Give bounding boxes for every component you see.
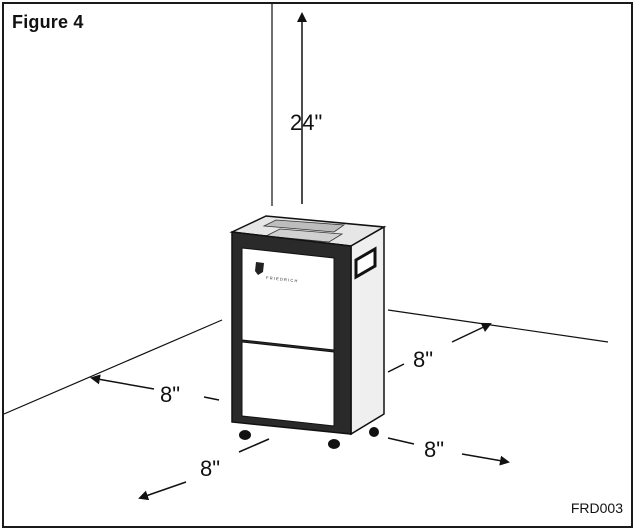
brand-label: FRIEDRICH [266,275,299,283]
right-arrow [461,453,510,466]
left-arrow [90,374,155,390]
figure-title: Figure 4 [12,12,84,32]
left-arrow-tail [203,396,220,401]
room-lines [4,4,609,415]
figure-code: FRD003 [570,500,623,516]
clearance-diagram: FRIEDRICH 24" 8" 8" 8" 8" [4,4,609,501]
clearance-arrows [90,12,510,501]
floor-left-wall-line [4,319,223,415]
dehumidifier-unit: FRIEDRICH [229,215,387,449]
right-clearance-label: 8" [424,437,444,462]
diagram-frame: Figure 4 FRD003 [2,2,633,528]
back-clearance-label: 8" [413,347,433,372]
wheels [239,427,379,449]
front-clearance-label: 8" [200,456,220,481]
right-arrow-tail [387,437,415,445]
front-arrow [138,481,187,501]
brand-logo-icon [255,262,264,275]
back-arrow-tail [387,363,405,373]
back-arrow [451,322,492,343]
left-clearance-label: 8" [160,382,180,407]
floor-right-wall-line [387,309,609,343]
top-clearance-label: 24" [290,110,322,135]
front-arrow-tail [238,438,270,453]
